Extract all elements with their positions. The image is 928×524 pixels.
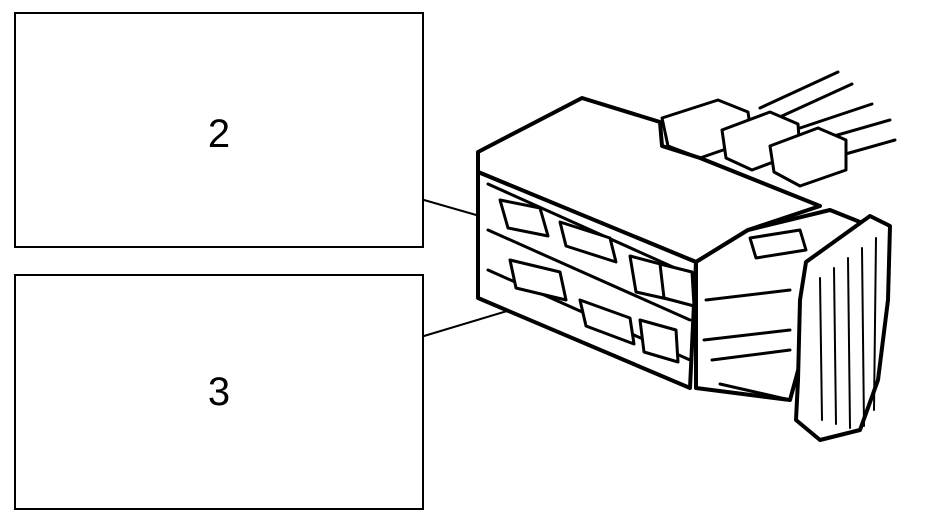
front-face-details xyxy=(486,182,696,364)
callout-box-2: 2 xyxy=(14,12,424,248)
callout-label-2: 2 xyxy=(207,112,231,156)
callout-box-3: 3 xyxy=(14,274,424,510)
wire-bundle xyxy=(758,70,897,157)
end-cap-lock xyxy=(794,214,892,442)
side-slot-details xyxy=(702,228,808,402)
wire-seals xyxy=(660,98,848,188)
callout-label-3: 3 xyxy=(207,370,231,414)
